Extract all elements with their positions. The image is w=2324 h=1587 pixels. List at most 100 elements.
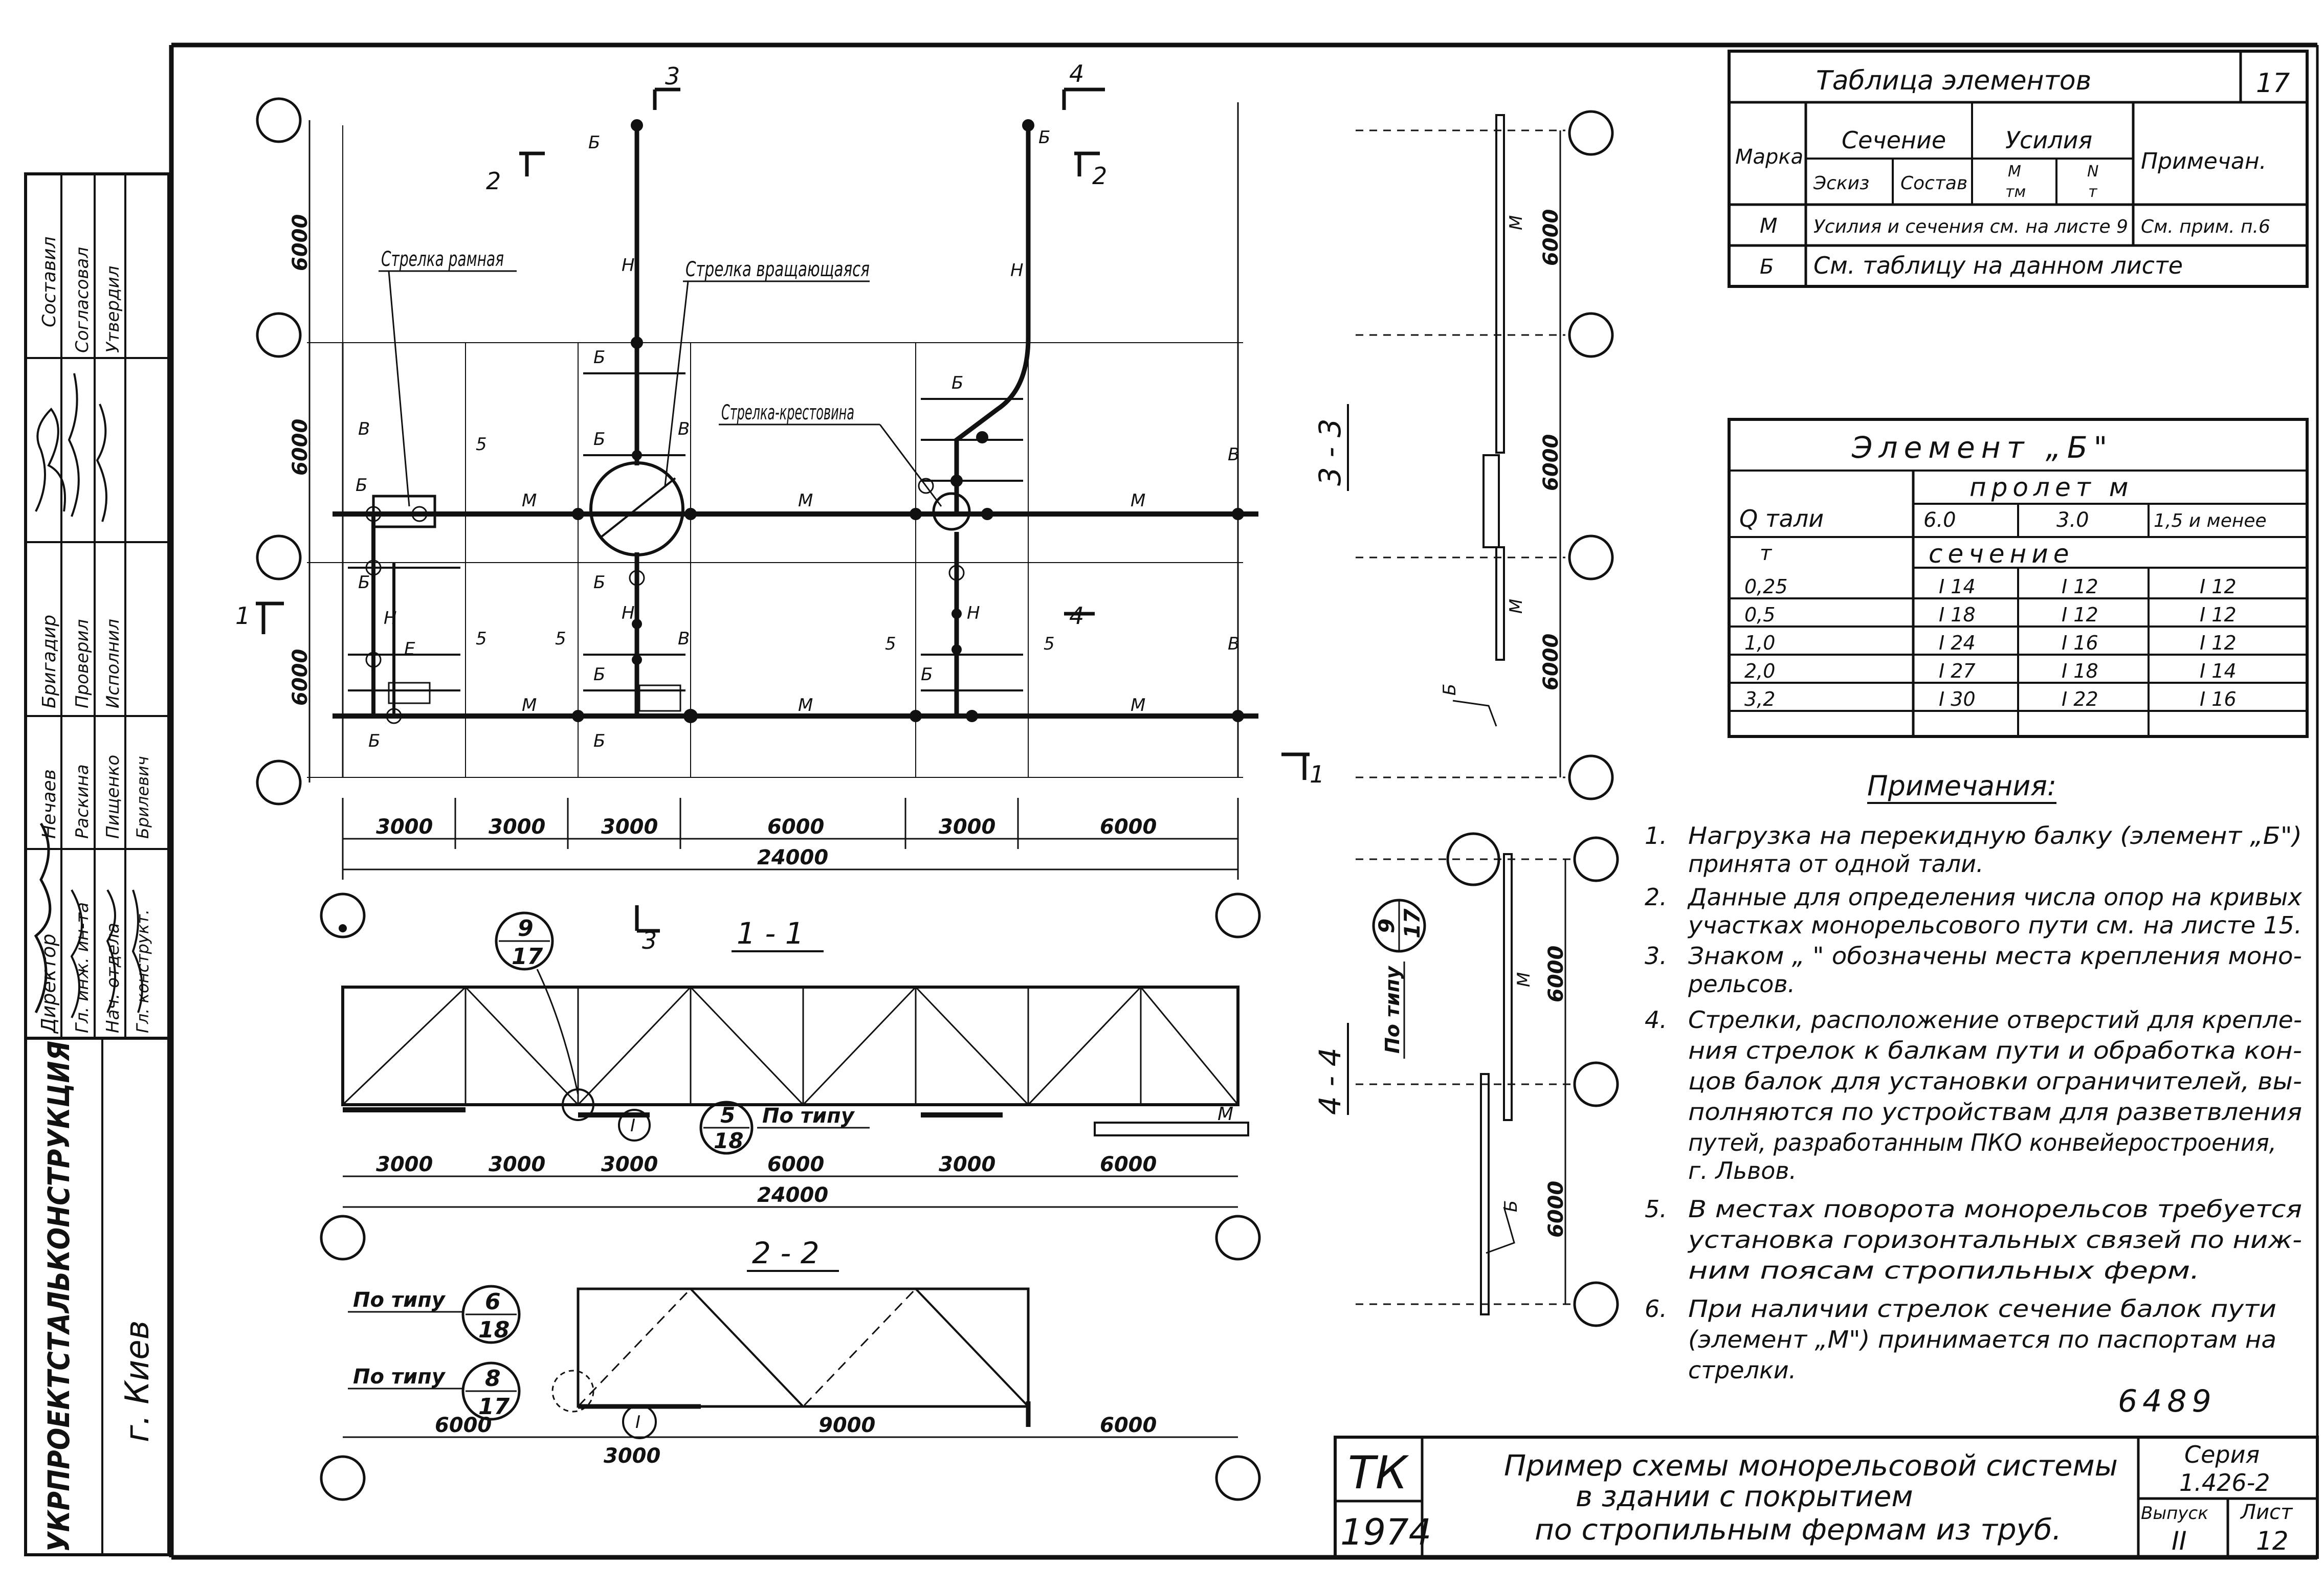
svg-text:I 12: I 12 (2062, 575, 2098, 598)
svg-text:Б: Б (368, 731, 380, 751)
tb-tk: ТК (1348, 1446, 1409, 1499)
section-mark-3: 3 (665, 62, 680, 90)
svg-text:Б: Б (1440, 684, 1460, 696)
svg-text:По типу: По типу (353, 1365, 446, 1389)
label-arrow-fixed: Стрелка рамная (381, 248, 504, 271)
svg-text:9: 9 (518, 915, 534, 942)
svg-text:6000: 6000 (1539, 434, 1563, 491)
svg-text:Б: Б (951, 373, 963, 393)
svg-text:5.: 5. (1645, 1195, 1667, 1223)
svg-text:стрелки.: стрелки. (1688, 1356, 1796, 1384)
svg-text:I 14: I 14 (2200, 660, 2237, 682)
svg-text:М: М (798, 695, 813, 716)
stamp-role-12: Составил (39, 236, 60, 327)
callout-6-18 (461, 1285, 521, 1344)
svg-text:2.: 2. (1645, 883, 1667, 911)
svg-text:6000: 6000 (767, 1153, 824, 1176)
svg-text:5: 5 (555, 629, 566, 649)
svg-text:I 18: I 18 (2062, 660, 2098, 682)
svg-text:Н: Н (1010, 260, 1024, 281)
svg-text:полняются по устройствам для р: полняются по устройствам для разветвлени… (1688, 1098, 2302, 1126)
svg-text:I 22: I 22 (2062, 688, 2098, 710)
tb-title-2: по стропильным фермам из труб. (1535, 1513, 2062, 1547)
svg-text:I 18: I 18 (1939, 603, 1976, 626)
svg-text:Б: Б (593, 347, 605, 368)
svg-text:В: В (1228, 634, 1240, 654)
stamp-role-8: Брилевич (133, 756, 152, 839)
section-1-1: 1 - 1 М 9 17 5 18 По типу I 3000 3000 (320, 911, 1261, 1261)
section-mark-4b: 4 (1069, 602, 1084, 630)
signature (34, 822, 52, 1014)
svg-text:6000: 6000 (1544, 1181, 1568, 1238)
node-dots (572, 119, 1244, 723)
section-marks (256, 87, 1310, 933)
stamp-role-7: Пищенко (103, 755, 123, 839)
section-1-1-title: 1 - 1 (737, 916, 804, 951)
svg-text:17: 17 (1400, 908, 1425, 938)
sheet-frame (169, 42, 2319, 1560)
svg-text:М: М (522, 490, 537, 511)
svg-text:Б: Б (1760, 255, 1774, 279)
drawing-number: 6489 (2118, 1383, 2217, 1419)
svg-text:5: 5 (885, 634, 896, 654)
dim-bottom-4: 3000 (939, 815, 995, 839)
elements-table-title: Таблица элементов (1816, 65, 2091, 96)
stamp-role-6: Раскина (72, 764, 93, 839)
svg-text:Б: Б (588, 132, 600, 153)
svg-text:См. таблицу на данном листе: См. таблицу на данном листе (1813, 252, 2183, 279)
svg-text:Нагрузка на перекидную балку (: Нагрузка на перекидную балку (элемент „Б… (1688, 822, 2302, 850)
stamp-city: г. Киев (119, 1321, 157, 1442)
tb-title-1: в здании с покрытием (1576, 1480, 1913, 1513)
svg-text:Б: Б (1501, 1200, 1521, 1212)
svg-text:Состав: Состав (1900, 173, 1967, 194)
svg-text:I: I (630, 1115, 635, 1136)
label-arrow-rotating: Стрелка вращающаяся (685, 258, 870, 281)
svg-text:В: В (1228, 444, 1240, 465)
svg-text:Н: Н (967, 603, 980, 623)
notes-title: Примечания: (1867, 770, 2056, 802)
dim-left-2: 6000 (289, 649, 312, 706)
svg-text:тм: тм (2005, 183, 2026, 201)
svg-text:6000: 6000 (1544, 946, 1568, 1002)
svg-text:Эскиз: Эскиз (1813, 173, 1869, 194)
svg-text:М: М (1218, 1104, 1233, 1125)
section-mark-1a: 1 (235, 602, 250, 630)
svg-text:ним поясам стропильных ферм.: ним поясам стропильных ферм. (1688, 1257, 2200, 1284)
svg-text:5: 5 (720, 1103, 735, 1128)
svg-text:I 27: I 27 (1939, 660, 1976, 682)
element-b-title: Элемент „Б" (1851, 430, 2113, 465)
svg-text:М: М (1131, 695, 1145, 716)
svg-text:участках монорельсового пути с: участках монорельсового пути см. на лист… (1687, 911, 2302, 939)
svg-text:3.0: 3.0 (2056, 508, 2089, 532)
svg-text:Усилия: Усилия (2005, 126, 2092, 154)
callout-9-17 (495, 911, 554, 971)
svg-text:рельсов.: рельсов. (1688, 970, 1795, 998)
elements-table: Таблица элементов 17 Марка Сечение Усили… (1728, 50, 2309, 288)
svg-text:17: 17 (512, 944, 543, 970)
svg-text:См. прим. п.6: См. прим. п.6 (2141, 216, 2270, 237)
dim-bottom-3: 6000 (767, 815, 824, 839)
svg-text:3000: 3000 (376, 1153, 433, 1176)
svg-text:9: 9 (1374, 919, 1399, 933)
dim-bottom-1: 3000 (489, 815, 545, 839)
svg-text:3000: 3000 (604, 1444, 660, 1468)
svg-text:М: М (1514, 972, 1534, 987)
svg-text:М: М (1760, 214, 1778, 238)
svg-text:цов балок для установки ограни: цов балок для установки ограничителей, в… (1688, 1067, 2302, 1095)
svg-text:г. Львов.: г. Львов. (1688, 1157, 1797, 1184)
svg-text:М: М (2008, 163, 2021, 181)
svg-text:I 12: I 12 (2200, 603, 2237, 626)
svg-text:8: 8 (485, 1366, 501, 1392)
svg-text:18: 18 (478, 1317, 510, 1343)
stamp-role-10: Проверил (72, 619, 93, 708)
svg-text:Б: Б (356, 475, 367, 496)
svg-text:М: М (1506, 599, 1526, 614)
tb-series-value: 1.426-2 (2179, 1469, 2270, 1496)
signature (70, 889, 83, 1018)
svg-text:Н: Н (622, 255, 635, 276)
svg-text:6000: 6000 (1539, 209, 1563, 266)
stamp-role-5: Нечаев (39, 769, 60, 839)
svg-text:5: 5 (476, 434, 487, 455)
section-3-3: 3 - 3 6000 6000 6000 М М Б (1313, 110, 1614, 800)
